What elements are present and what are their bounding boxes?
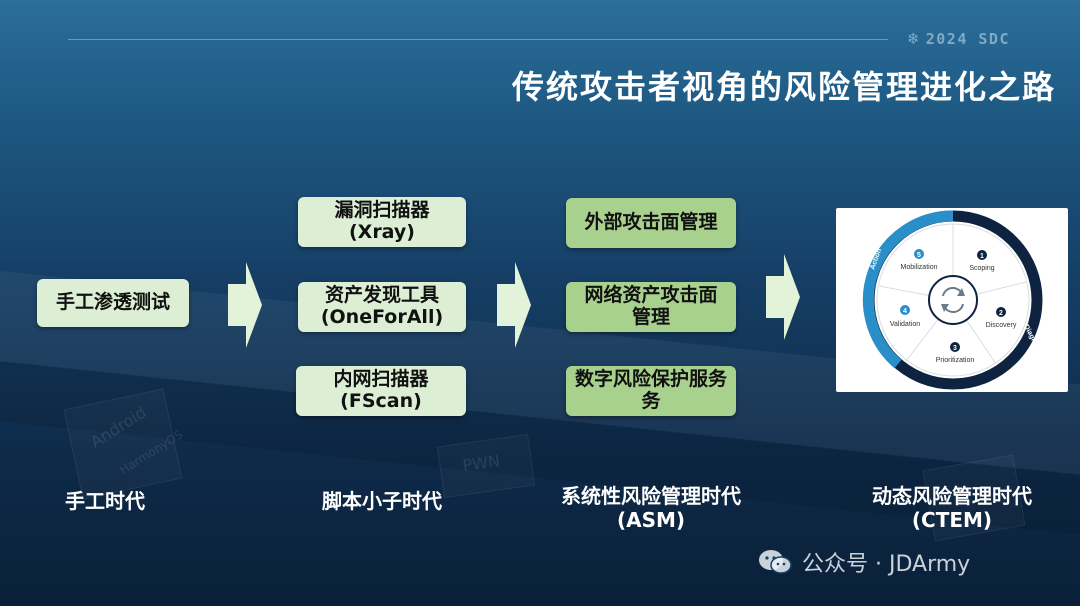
watermark: 公众号 · JDArmy (758, 546, 970, 578)
era-label-asm: 系统性风险管理时代 (ASM) (561, 484, 741, 532)
step-badge-1 (977, 250, 987, 260)
event-badge: ❄2024 SDC (908, 29, 1010, 49)
stage-box-xray: 漏洞扫描器 (Xray) (298, 197, 466, 247)
stage-box-caasm: 网络资产攻击面 管理 (566, 282, 736, 332)
refresh-icon (941, 286, 965, 314)
segment-prioritization: Prioritization (936, 357, 975, 364)
stage-box-drps: 数字风险保护服务 务 (566, 366, 736, 416)
snowflake-icon: ❄ (908, 29, 920, 49)
era-label-ctem: 动态风险管理时代 (CTEM) (872, 484, 1032, 532)
step-number-1: 1 (980, 253, 984, 260)
era-label-script-kiddie: 脚本小子时代 (322, 489, 442, 513)
stage-box-manual-pentest: 手工渗透测试 (37, 279, 189, 327)
stage-box-oneforall: 资产发现工具 (OneForAll) (298, 282, 466, 332)
flow-arrow-2 (497, 262, 531, 348)
segment-validation: Validation (890, 321, 920, 328)
flow-arrow-1 (228, 262, 262, 348)
wechat-icon (759, 550, 792, 574)
ctem-cycle-diagram: 1 Scoping 2 Discovery 3 Prioritization 4… (836, 208, 1068, 392)
step-number-5: 5 (917, 252, 921, 259)
step-badge-2 (996, 307, 1006, 317)
step-number-3: 3 (953, 345, 957, 352)
step-badge-3 (950, 342, 960, 352)
stage-box-easm: 外部攻击面管理 (566, 198, 736, 248)
flow-arrow-3 (766, 254, 800, 340)
segment-scoping: Scoping (969, 265, 994, 272)
segment-mobilization: Mobilization (901, 264, 938, 271)
background-cube-android: Android HarmonyOS (63, 388, 185, 500)
ring-action (862, 210, 954, 369)
stage-box-fscan: 内网扫描器 (FScan) (296, 366, 466, 416)
cycle-center (928, 275, 978, 325)
era-label-manual: 手工时代 (65, 489, 145, 513)
step-badge-4 (900, 305, 910, 315)
step-number-2: 2 (999, 310, 1003, 317)
step-badge-5 (914, 249, 924, 259)
page-title: 传统攻击者视角的风险管理进化之路 (511, 68, 1056, 106)
ctem-cycle-svg: 1 Scoping 2 Discovery 3 Prioritization 4… (862, 210, 1043, 390)
step-number-4: 4 (903, 308, 907, 315)
segment-discovery: Discovery (986, 322, 1017, 329)
watermark-text: 公众号 · JDArmy (802, 552, 971, 577)
header-divider (68, 39, 888, 40)
